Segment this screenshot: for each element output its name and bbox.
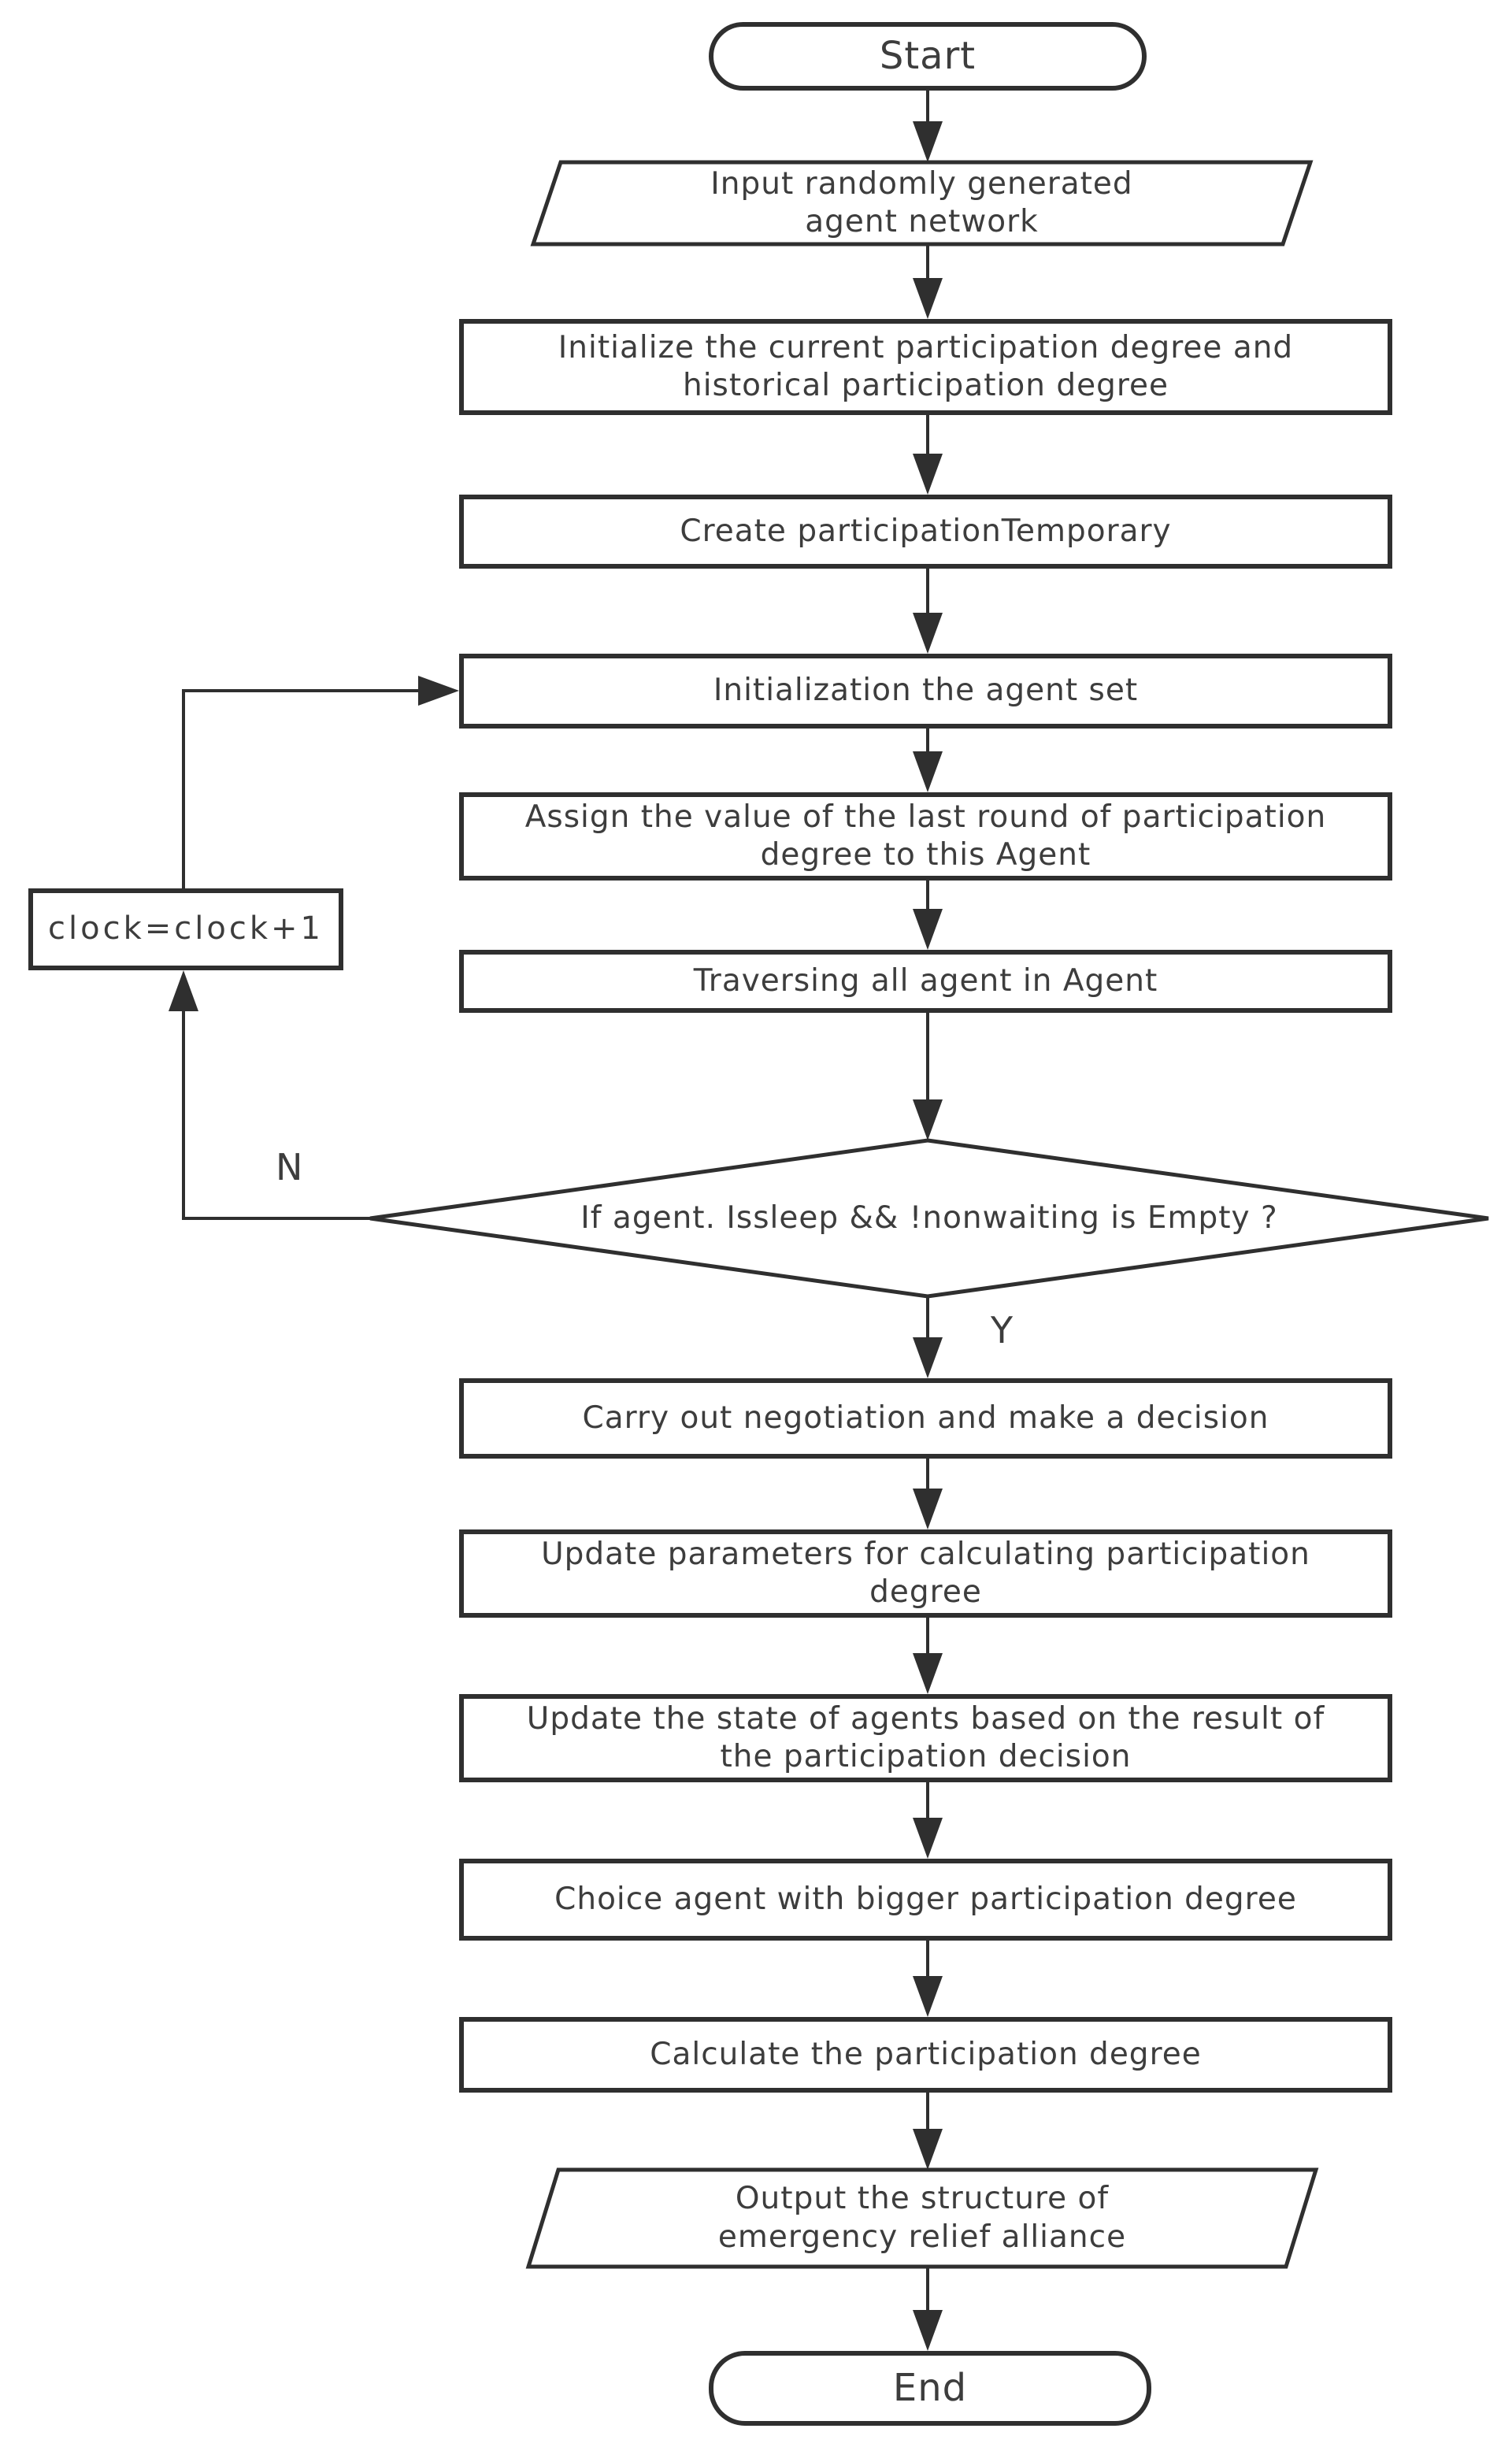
arrowhead-down-icon <box>913 454 943 495</box>
arrowhead-down-icon <box>913 909 943 950</box>
node-start: Start <box>709 22 1147 91</box>
node-traversing-agents: Traversing all agent in Agent <box>459 950 1392 1013</box>
arrow-decision-no-to-clock <box>182 1011 370 1220</box>
arrowhead-right-icon <box>418 676 459 706</box>
io-parallelogram-output <box>525 2167 1319 2269</box>
arrowhead-down-icon <box>913 1337 943 1378</box>
arrowhead-down-icon <box>913 121 943 162</box>
node-clock-increment: clock=clock+1 <box>28 888 343 970</box>
node-decision-label: If agent. Issleep && !nonwaiting is Empt… <box>580 1199 1278 1236</box>
arrowhead-down-icon <box>913 751 943 792</box>
arrowhead-down-icon <box>913 278 943 319</box>
node-end: End <box>709 2351 1151 2426</box>
node-create-participation-temporary: Create participationTemporary <box>459 495 1392 569</box>
arrowhead-down-icon <box>913 1653 943 1694</box>
arrowhead-down-icon <box>913 1976 943 2017</box>
node-input-network-label: Input randomly generated agent network <box>710 165 1133 239</box>
node-output-structure-label: Output the structure of emergency relief… <box>717 2181 1127 2255</box>
node-choice-agent: Choice agent with bigger participation d… <box>459 1859 1392 1941</box>
arrowhead-down-icon <box>913 1099 943 1140</box>
decision-diamond-shape <box>369 1138 1489 1299</box>
node-initialization-agent-set: Initialization the agent set <box>459 654 1392 729</box>
arrowhead-down-icon <box>913 1489 943 1529</box>
flow-arrows <box>182 91 929 2313</box>
arrow-clock-to-initset <box>182 689 418 888</box>
io-parallelogram-input <box>530 160 1314 247</box>
node-initialize-participation: Initialize the current participation deg… <box>459 319 1392 415</box>
arrowhead-down-icon <box>913 1818 943 1859</box>
arrowhead-down-icon <box>913 2129 943 2170</box>
node-calculate-degree: Calculate the participation degree <box>459 2017 1392 2093</box>
arrowhead-down-icon <box>913 613 943 654</box>
node-carry-out-negotiation: Carry out negotiation and make a decisio… <box>459 1378 1392 1459</box>
node-update-state: Update the state of agents based on the … <box>459 1694 1392 1782</box>
edge-label-no: N <box>276 1146 304 1188</box>
arrowhead-up-icon <box>169 970 198 1011</box>
arrowhead-down-icon <box>913 2310 943 2351</box>
node-update-parameters: Update parameters for calculating partic… <box>459 1529 1392 1618</box>
node-assign-last-round: Assign the value of the last round of pa… <box>459 792 1392 881</box>
arrowheads <box>169 121 943 2351</box>
edge-label-yes: Y <box>991 1309 1014 1351</box>
